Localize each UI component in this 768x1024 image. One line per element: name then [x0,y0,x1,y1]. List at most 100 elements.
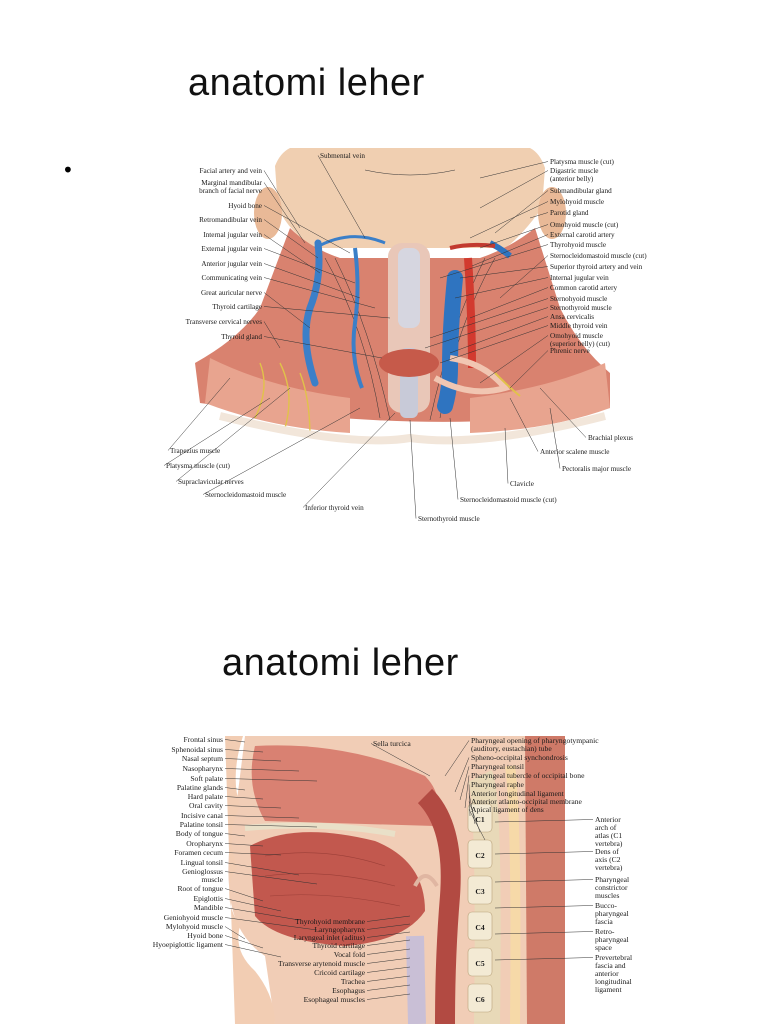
bullet-marker: • [62,158,74,182]
leader-line [224,862,300,876]
sagittal-drawing [225,736,565,1024]
figure-label: Omohyoid muscle (cut) [550,221,619,229]
figure-label: Geniohyoid muscle [164,913,224,922]
figure-label: Middle thyroid vein [550,322,608,330]
figure-label: Thyroid cartilage [313,941,366,950]
leader-line [224,787,246,791]
figure-label: Pharyngeal tonsil [471,762,524,771]
figure-label: Dens of [595,847,619,856]
figure-label: axis (C2 [595,855,621,864]
figure-label: Submandibular gland [550,187,612,195]
leader-line [163,397,271,466]
figure-label: Trapezius muscle [170,447,220,455]
figure-label: Sternocleidomastoid muscle [205,491,286,499]
figure-label: Nasal septum [182,754,223,763]
leader-line [224,907,300,921]
slide-title: anatomi leher [188,62,425,104]
figure-label: longitudinal [595,977,632,986]
figure-label: Submental vein [320,152,365,160]
figure-label: Soft palate [190,774,223,783]
figure-label: Pharyngeal opening of pharyngotympanic [471,736,599,745]
leader-line [469,201,549,239]
leader-line [224,843,264,847]
figure-label: Inferior thyroid vein [305,504,364,512]
figure-label: Great auricular nerve [201,289,262,297]
figure-label: Mylohyoid muscle [166,922,224,931]
leader-line [529,212,549,219]
leader-line [263,182,306,244]
leader-line [479,224,549,249]
figure-label: vertebra) [595,839,623,848]
leader-line [224,898,282,912]
leader-line [494,819,594,823]
figure-label: Pharyngeal tubercle of occipital bone [471,771,585,780]
leader-line [439,325,549,364]
leader-line [509,397,539,452]
leader-line [366,984,411,991]
figure-label: Sternocleidomastoid muscle (cut) [460,496,557,504]
figure-label: muscle [201,875,223,884]
figure-label: Sphenoidal sinus [171,745,223,754]
figure-label: fascia [595,917,613,926]
figure-label: space [595,943,612,952]
leader-line [454,277,549,299]
figure-label: Oropharynx [186,839,223,848]
figure-label: Retromandibular vein [199,216,262,224]
figure-label: Hyoid bone [187,931,223,940]
leader-line [424,307,549,349]
figure-label: (anterior belly) [550,175,594,183]
leader-line [263,219,319,259]
leader-line [224,815,300,819]
figure-label: Sternothyroid muscle [418,515,480,523]
figure-label: Pectoralis major muscle [562,465,631,473]
figure-label: Platysma muscle (cut) [550,158,614,166]
figure-label: Sternohyoid muscle [550,295,607,303]
figure-label: Epiglottis [193,894,223,903]
leader-line [224,871,318,885]
figure-label: Sternothyroid muscle [550,304,612,312]
leader-line [494,931,594,935]
leader-line [429,298,549,339]
leader-line [549,407,561,469]
leader-line [224,758,282,762]
figure-label: Genioglossus [182,867,223,876]
figure-label: Platysma muscle (cut) [166,462,230,470]
leader-line [263,292,311,329]
figure-label: Trachea [341,977,366,986]
figure-label: branch of facial nerve [199,187,262,195]
leader-line [263,277,376,309]
leader-line [366,948,411,955]
leader-line [494,957,594,961]
leader-line [263,321,281,349]
figure-label: Apical ligament of dens [471,805,544,814]
neck-drawing [195,148,610,445]
leader-line [224,778,318,782]
leader-line [439,244,549,279]
figure-label: Internal jugular vein [203,231,262,239]
figure-label: pharyngeal [595,909,629,918]
leader-line [454,757,470,793]
figure-label: Anterior scalene muscle [540,448,609,456]
leader-line [366,993,411,1000]
figure-label: Ansa cervicalis [550,313,594,321]
leader-line [366,975,411,982]
figure-label: constrictor [595,883,628,892]
leader-line [224,805,282,809]
figure-label: Bucco- [595,901,617,910]
leader-line [224,935,264,949]
leader-line [263,336,383,359]
figure-label: Spheno-occipital synchondrosis [471,753,568,762]
leader-line [464,775,470,809]
figure-label: fascia and [595,961,626,970]
leader-line [224,739,246,743]
leader-line [479,161,549,179]
figure-label: Supraclavicular nerves [178,478,244,486]
leader-line [224,852,282,856]
vertebra-label: C6 [475,995,484,1004]
leader-line [263,248,356,284]
leader-line [494,879,594,883]
leader-line [224,824,318,828]
leader-line [263,234,321,274]
vertebra-label: C5 [475,959,484,968]
